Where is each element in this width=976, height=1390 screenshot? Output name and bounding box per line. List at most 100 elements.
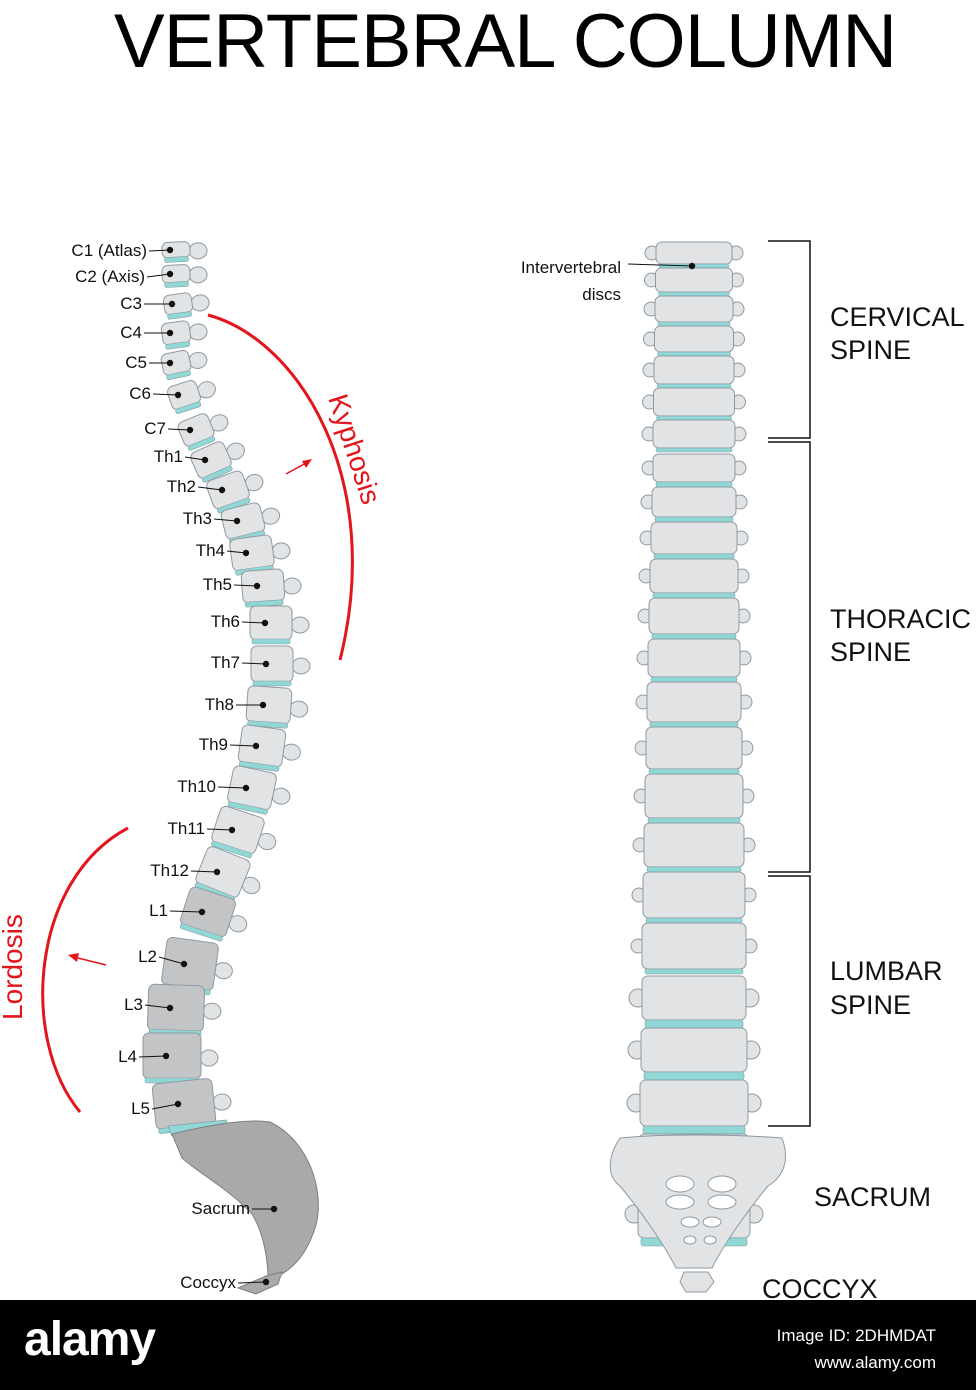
cervical-vertebra-front <box>643 295 745 327</box>
label-dot <box>261 619 269 627</box>
vertebra-th8 <box>245 685 309 729</box>
intervertebral-disc <box>164 256 189 263</box>
sacral-foramen <box>683 1235 697 1245</box>
label-dot <box>166 329 174 337</box>
intervertebral-disc <box>251 638 291 645</box>
lordosis-arc <box>41 826 129 1113</box>
vertebra-label: Th11 <box>168 819 206 838</box>
anterior-spine-view <box>609 241 786 1293</box>
thoracic-bracket <box>768 441 811 873</box>
leader-line <box>229 744 257 747</box>
vertebral-body <box>641 975 747 1021</box>
vertebra-label: L4 <box>118 1047 137 1066</box>
intervertebral-disc <box>655 447 733 453</box>
lumbar-spine-label: SPINE <box>830 990 911 1020</box>
vertebra-label: Th4 <box>196 541 225 560</box>
lumbar-spine-label: LUMBAR <box>830 956 943 986</box>
lordosis-arrow-icon <box>68 953 79 962</box>
intervertebral-disc <box>175 401 202 415</box>
intervertebral-disc <box>656 383 732 389</box>
vertebra-th2 <box>206 470 264 514</box>
label-dot <box>186 426 194 434</box>
vertebral-body <box>652 419 736 449</box>
intervertebral-disc <box>657 351 731 357</box>
spinous-process <box>199 1049 219 1067</box>
label-dot <box>213 868 221 876</box>
intervertebral-disc <box>649 721 739 728</box>
sacral-foramen <box>707 1194 737 1210</box>
cervical-vertebra-front <box>642 355 746 389</box>
leader-line <box>213 518 238 522</box>
label-dot <box>174 1100 182 1108</box>
vertebral-body <box>654 295 734 323</box>
sacral-foramen <box>665 1194 695 1210</box>
vertebra-c4 <box>160 320 208 350</box>
image-id-text: Image ID: 2DHMDAT <box>776 1326 936 1345</box>
intervertebral-disc <box>166 370 191 381</box>
vertebral-body <box>646 681 742 723</box>
intervertebral-disc <box>238 761 280 772</box>
intervertebral-disc <box>202 465 233 483</box>
intervertebral-disc <box>247 720 288 729</box>
intervertebral-disc <box>179 923 223 942</box>
intervertebral-disc <box>642 1125 746 1135</box>
coccyx-front <box>679 1271 715 1293</box>
vertebra-label: Th3 <box>183 509 212 528</box>
vertebra-label: C3 <box>120 294 142 313</box>
vertebral-body <box>161 264 191 284</box>
thoracic-vertebra-front <box>639 521 749 560</box>
sacral-foramen <box>702 1216 722 1228</box>
vertebra-th1 <box>190 441 245 483</box>
thoracic-vertebra-front <box>633 773 755 824</box>
spinous-process <box>289 700 309 718</box>
vertebral-body <box>647 638 741 678</box>
leader-line <box>148 249 171 252</box>
intervertebral-disc <box>187 436 216 451</box>
vertebra-label: C7 <box>144 419 166 438</box>
label-dot <box>252 742 260 750</box>
label-dot <box>218 486 226 494</box>
intervertebral-disc <box>646 866 742 873</box>
cervical-vertebra-front <box>643 325 745 357</box>
vertebra-th12 <box>194 846 261 902</box>
thoracic-vertebra-front <box>632 822 756 873</box>
vertebral-body <box>642 871 746 919</box>
leader-line <box>241 662 267 665</box>
intervertebral-disc <box>644 1019 744 1029</box>
vertebra-c2-axis- <box>161 264 208 288</box>
thoracic-vertebra-front <box>630 922 758 975</box>
cervical-vertebra-front <box>641 419 747 453</box>
leader-line <box>144 1004 171 1009</box>
cervical-bracket <box>768 240 811 439</box>
kyphosis-arc <box>207 313 354 661</box>
vertebra-label: L3 <box>124 995 143 1014</box>
label-dot <box>228 826 236 834</box>
sacral-foramen <box>707 1175 737 1193</box>
footer-bar <box>0 1300 976 1390</box>
spinous-process <box>188 242 208 260</box>
vertebra-th7 <box>250 645 311 687</box>
vertebral-body <box>641 922 747 970</box>
label-dot <box>253 582 261 590</box>
vertebral-body <box>146 983 206 1033</box>
sacral-foramen <box>680 1216 700 1228</box>
vertebral-body <box>161 936 219 992</box>
intervertebral-disc <box>653 553 735 560</box>
spinous-process <box>190 294 210 312</box>
intervertebral-disc <box>651 633 737 640</box>
thoracic-spine-label: THORACIC <box>830 604 971 634</box>
leader-line <box>151 1103 179 1110</box>
lordosis-arrow-line <box>77 957 107 966</box>
label-dot <box>270 1205 278 1213</box>
sacrum-label: Sacrum <box>191 1199 250 1218</box>
intervertebral-disc <box>644 968 744 975</box>
cervical-vertebra-front <box>644 267 744 297</box>
vertebra-label: Th12 <box>150 861 189 880</box>
lumbar-vertebra-front <box>626 1079 762 1135</box>
vertebra-th11 <box>211 805 277 859</box>
label-dot <box>201 456 209 464</box>
vertebra-label: Th10 <box>177 777 216 796</box>
vertebra-label: Th2 <box>167 477 196 496</box>
vertebral-body <box>655 267 733 293</box>
